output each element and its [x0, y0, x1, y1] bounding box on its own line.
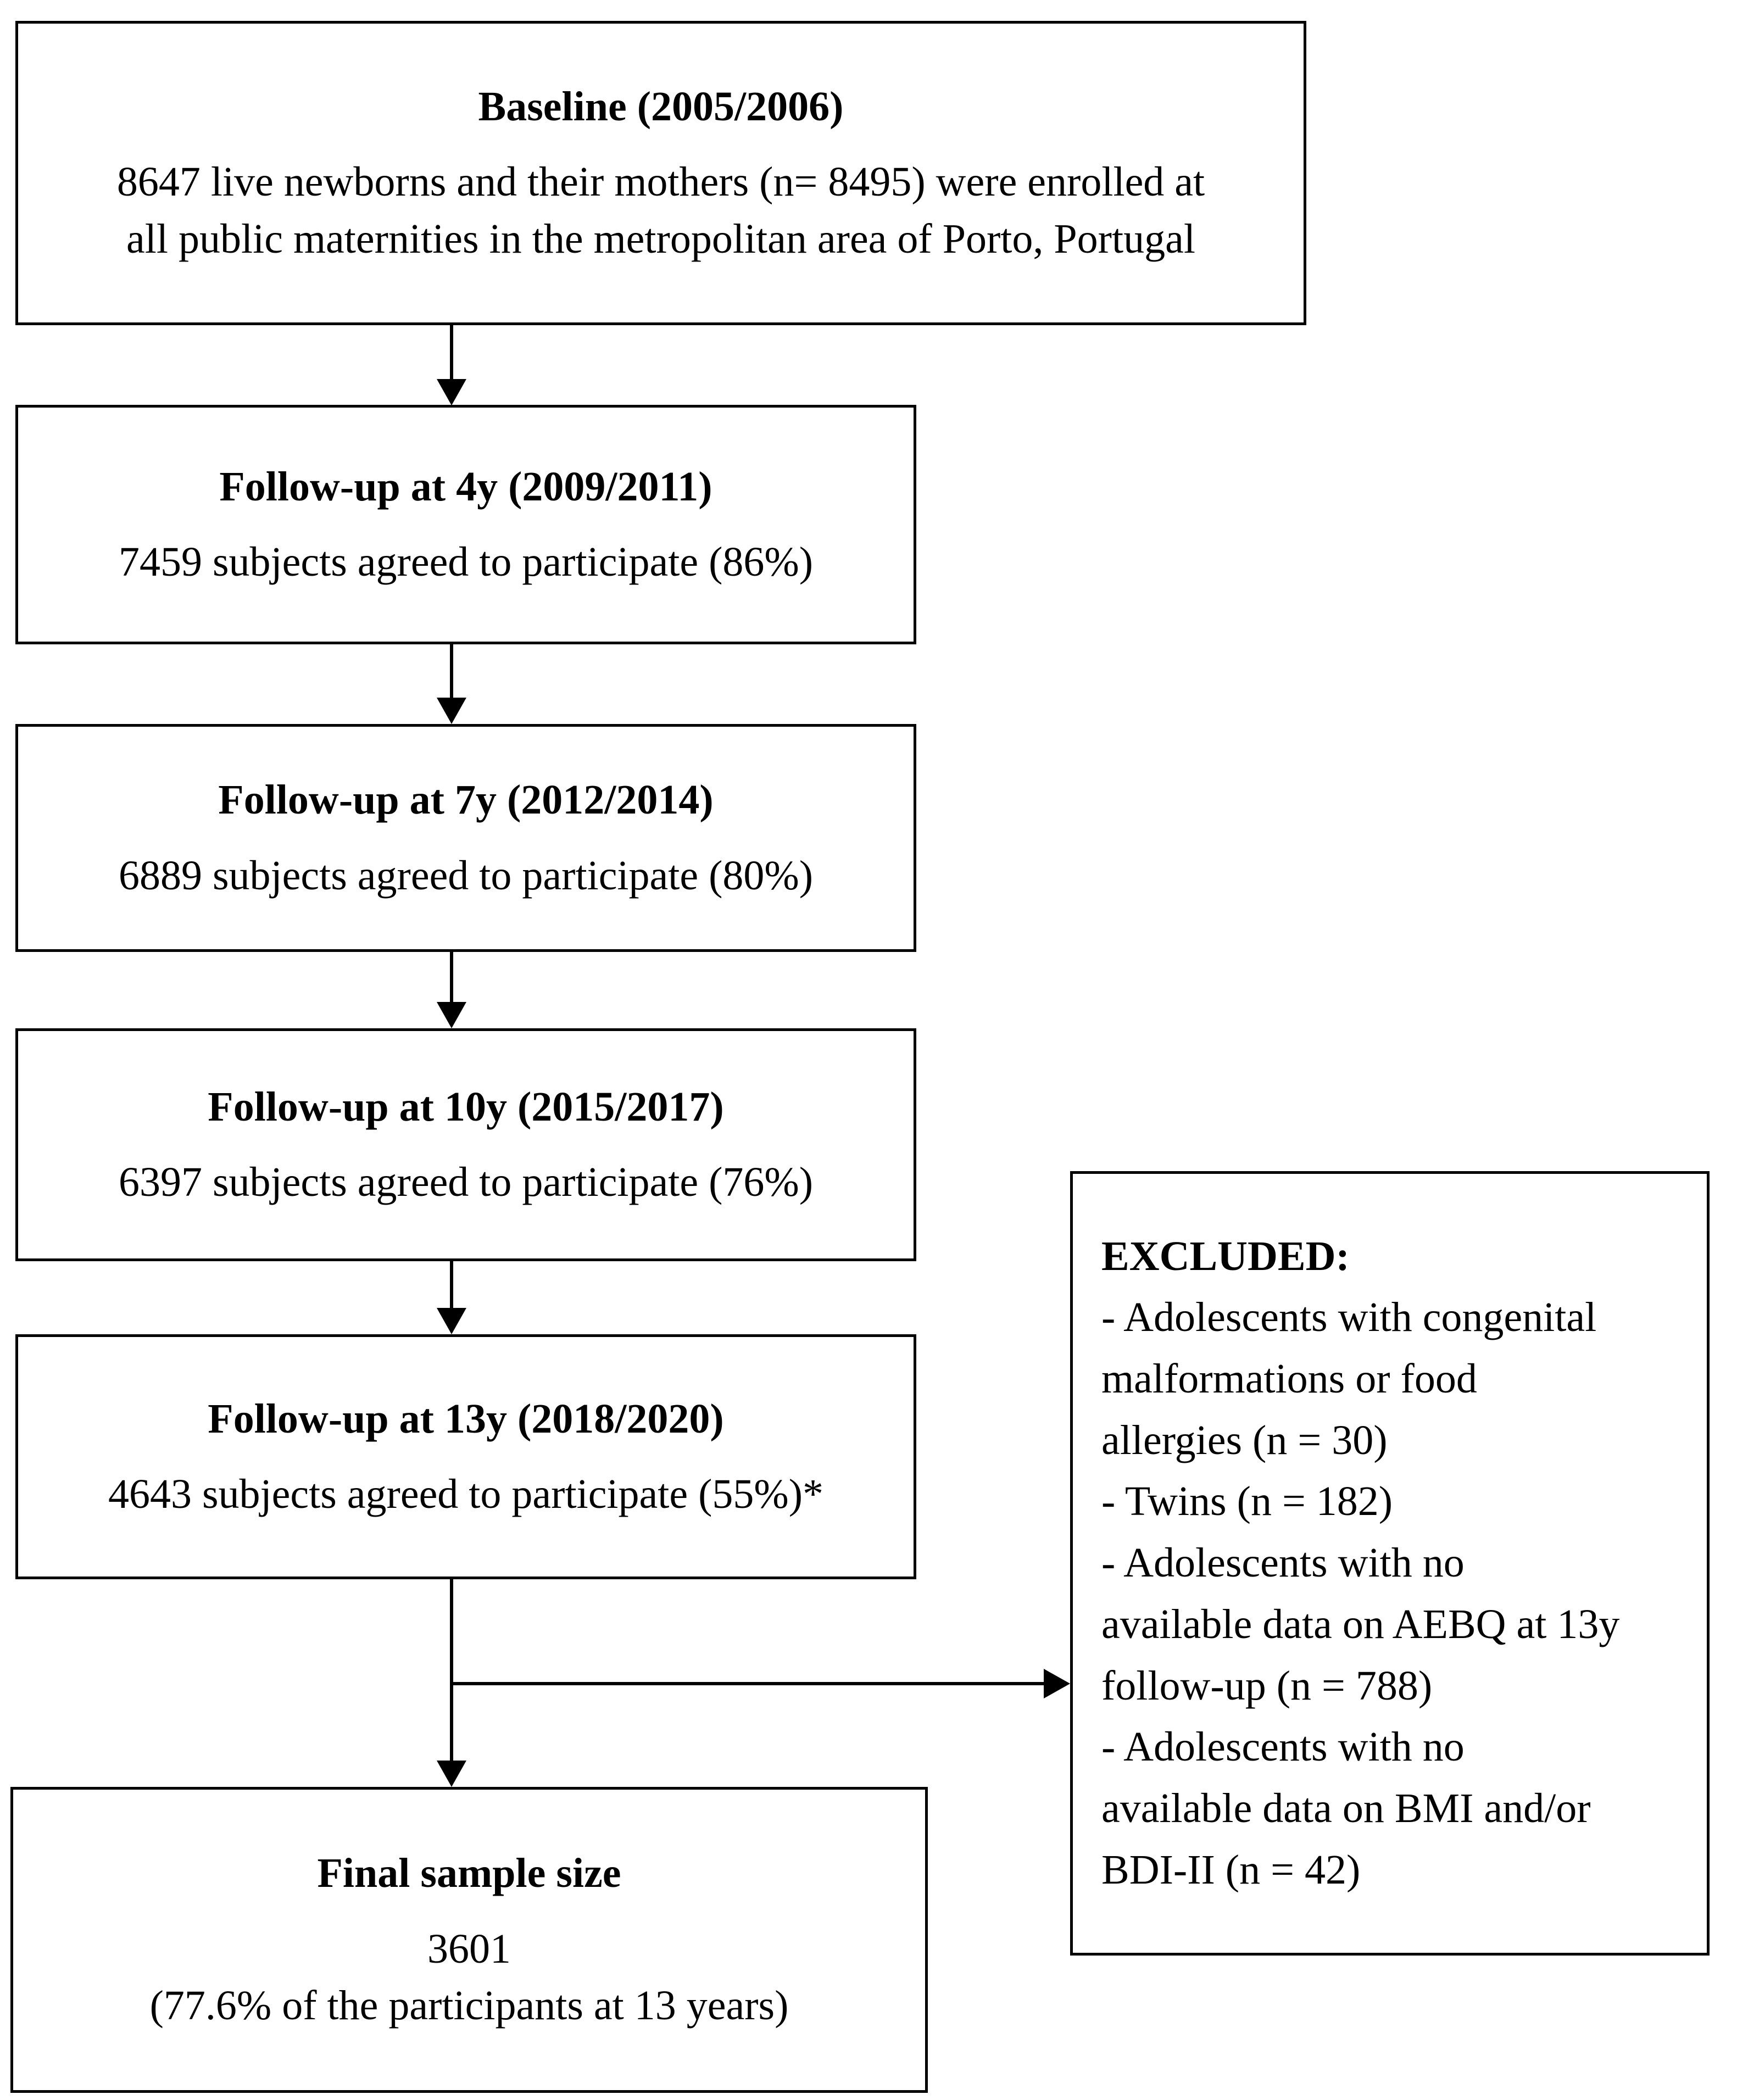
followup-13y-box: Follow-up at 13y (2018/2020) 4643 subjec…: [15, 1334, 916, 1579]
arrow-down-icon: [437, 379, 466, 405]
followup-10y-title: Follow-up at 10y (2015/2017): [208, 1083, 724, 1130]
connector-to-excluded: [452, 1682, 1045, 1685]
text-line: - Adolescents with no: [1101, 1724, 1465, 1770]
baseline-text: 8647 live newborns and their mothers (n=…: [117, 154, 1205, 268]
followup-13y-text: 4643 subjects agreed to participate (55%…: [108, 1466, 823, 1523]
followup-7y-title: Follow-up at 7y (2012/2014): [218, 777, 714, 823]
connector-13y-to-final: [450, 1579, 453, 1762]
text-line: 3601: [427, 1925, 511, 1972]
connector-4y-to-7y: [450, 644, 453, 699]
arrow-down-icon: [437, 1002, 466, 1028]
followup-7y-box: Follow-up at 7y (2012/2014) 6889 subject…: [15, 724, 916, 952]
connector-7y-to-10y: [450, 952, 453, 1003]
text-line: 7459 subjects agreed to participate (86%…: [118, 539, 814, 585]
excluded-title: EXCLUDED:: [1101, 1233, 1350, 1279]
text-line: (77.6% of the participants at 13 years): [149, 1982, 789, 2029]
text-line: allergies (n = 30): [1101, 1417, 1388, 1463]
connector-10y-to-13y: [450, 1261, 453, 1309]
followup-4y-box: Follow-up at 4y (2009/2011) 7459 subject…: [15, 405, 916, 644]
arrow-down-icon: [437, 1761, 466, 1787]
text-line: BDI-II (n = 42): [1101, 1846, 1361, 1893]
text-line: all public maternities in the metropolit…: [126, 215, 1195, 262]
followup-10y-text: 6397 subjects agreed to participate (76%…: [119, 1154, 813, 1211]
baseline-title: Baseline (2005/2006): [478, 83, 844, 130]
arrow-down-icon: [437, 698, 466, 724]
text-line: - Twins (n = 182): [1101, 1478, 1393, 1525]
excluded-box: EXCLUDED: - Adolescents with congenital m…: [1070, 1171, 1710, 1956]
final-sample-title: Final sample size: [317, 1850, 621, 1897]
arrow-down-icon: [437, 1308, 466, 1334]
final-sample-box: Final sample size 3601 (77.6% of the part…: [10, 1787, 928, 2093]
text-line: - Adolescents with congenital: [1101, 1294, 1597, 1341]
arrow-right-icon: [1044, 1669, 1070, 1698]
followup-4y-text: 7459 subjects agreed to participate (86%…: [119, 534, 813, 591]
text-line: 6397 subjects agreed to participate (76%…: [118, 1159, 814, 1205]
excluded-text: - Adolescents with congenital malformatio…: [1101, 1287, 1619, 1901]
followup-4y-title: Follow-up at 4y (2009/2011): [219, 463, 712, 510]
text-line: 8647 live newborns and their mothers (n=…: [116, 159, 1205, 205]
followup-13y-title: Follow-up at 13y (2018/2020): [208, 1395, 724, 1442]
final-sample-text: 3601 (77.6% of the participants at 13 yea…: [150, 1921, 789, 2035]
text-line: 4643 subjects agreed to participate (55%…: [108, 1471, 824, 1517]
text-line: available data on AEBQ at 13y: [1101, 1601, 1620, 1647]
text-line: - Adolescents with no: [1101, 1540, 1465, 1586]
text-line: malformations or food: [1101, 1355, 1477, 1402]
followup-10y-box: Follow-up at 10y (2015/2017) 6397 subjec…: [15, 1028, 916, 1261]
text-line: available data on BMI and/or: [1101, 1785, 1591, 1832]
text-line: 6889 subjects agreed to participate (80%…: [118, 852, 814, 899]
baseline-box: Baseline (2005/2006) 8647 live newborns …: [15, 21, 1306, 325]
text-line: follow-up (n = 788): [1101, 1662, 1433, 1709]
connector-baseline-to-4y: [450, 325, 453, 380]
followup-7y-text: 6889 subjects agreed to participate (80%…: [119, 848, 813, 904]
